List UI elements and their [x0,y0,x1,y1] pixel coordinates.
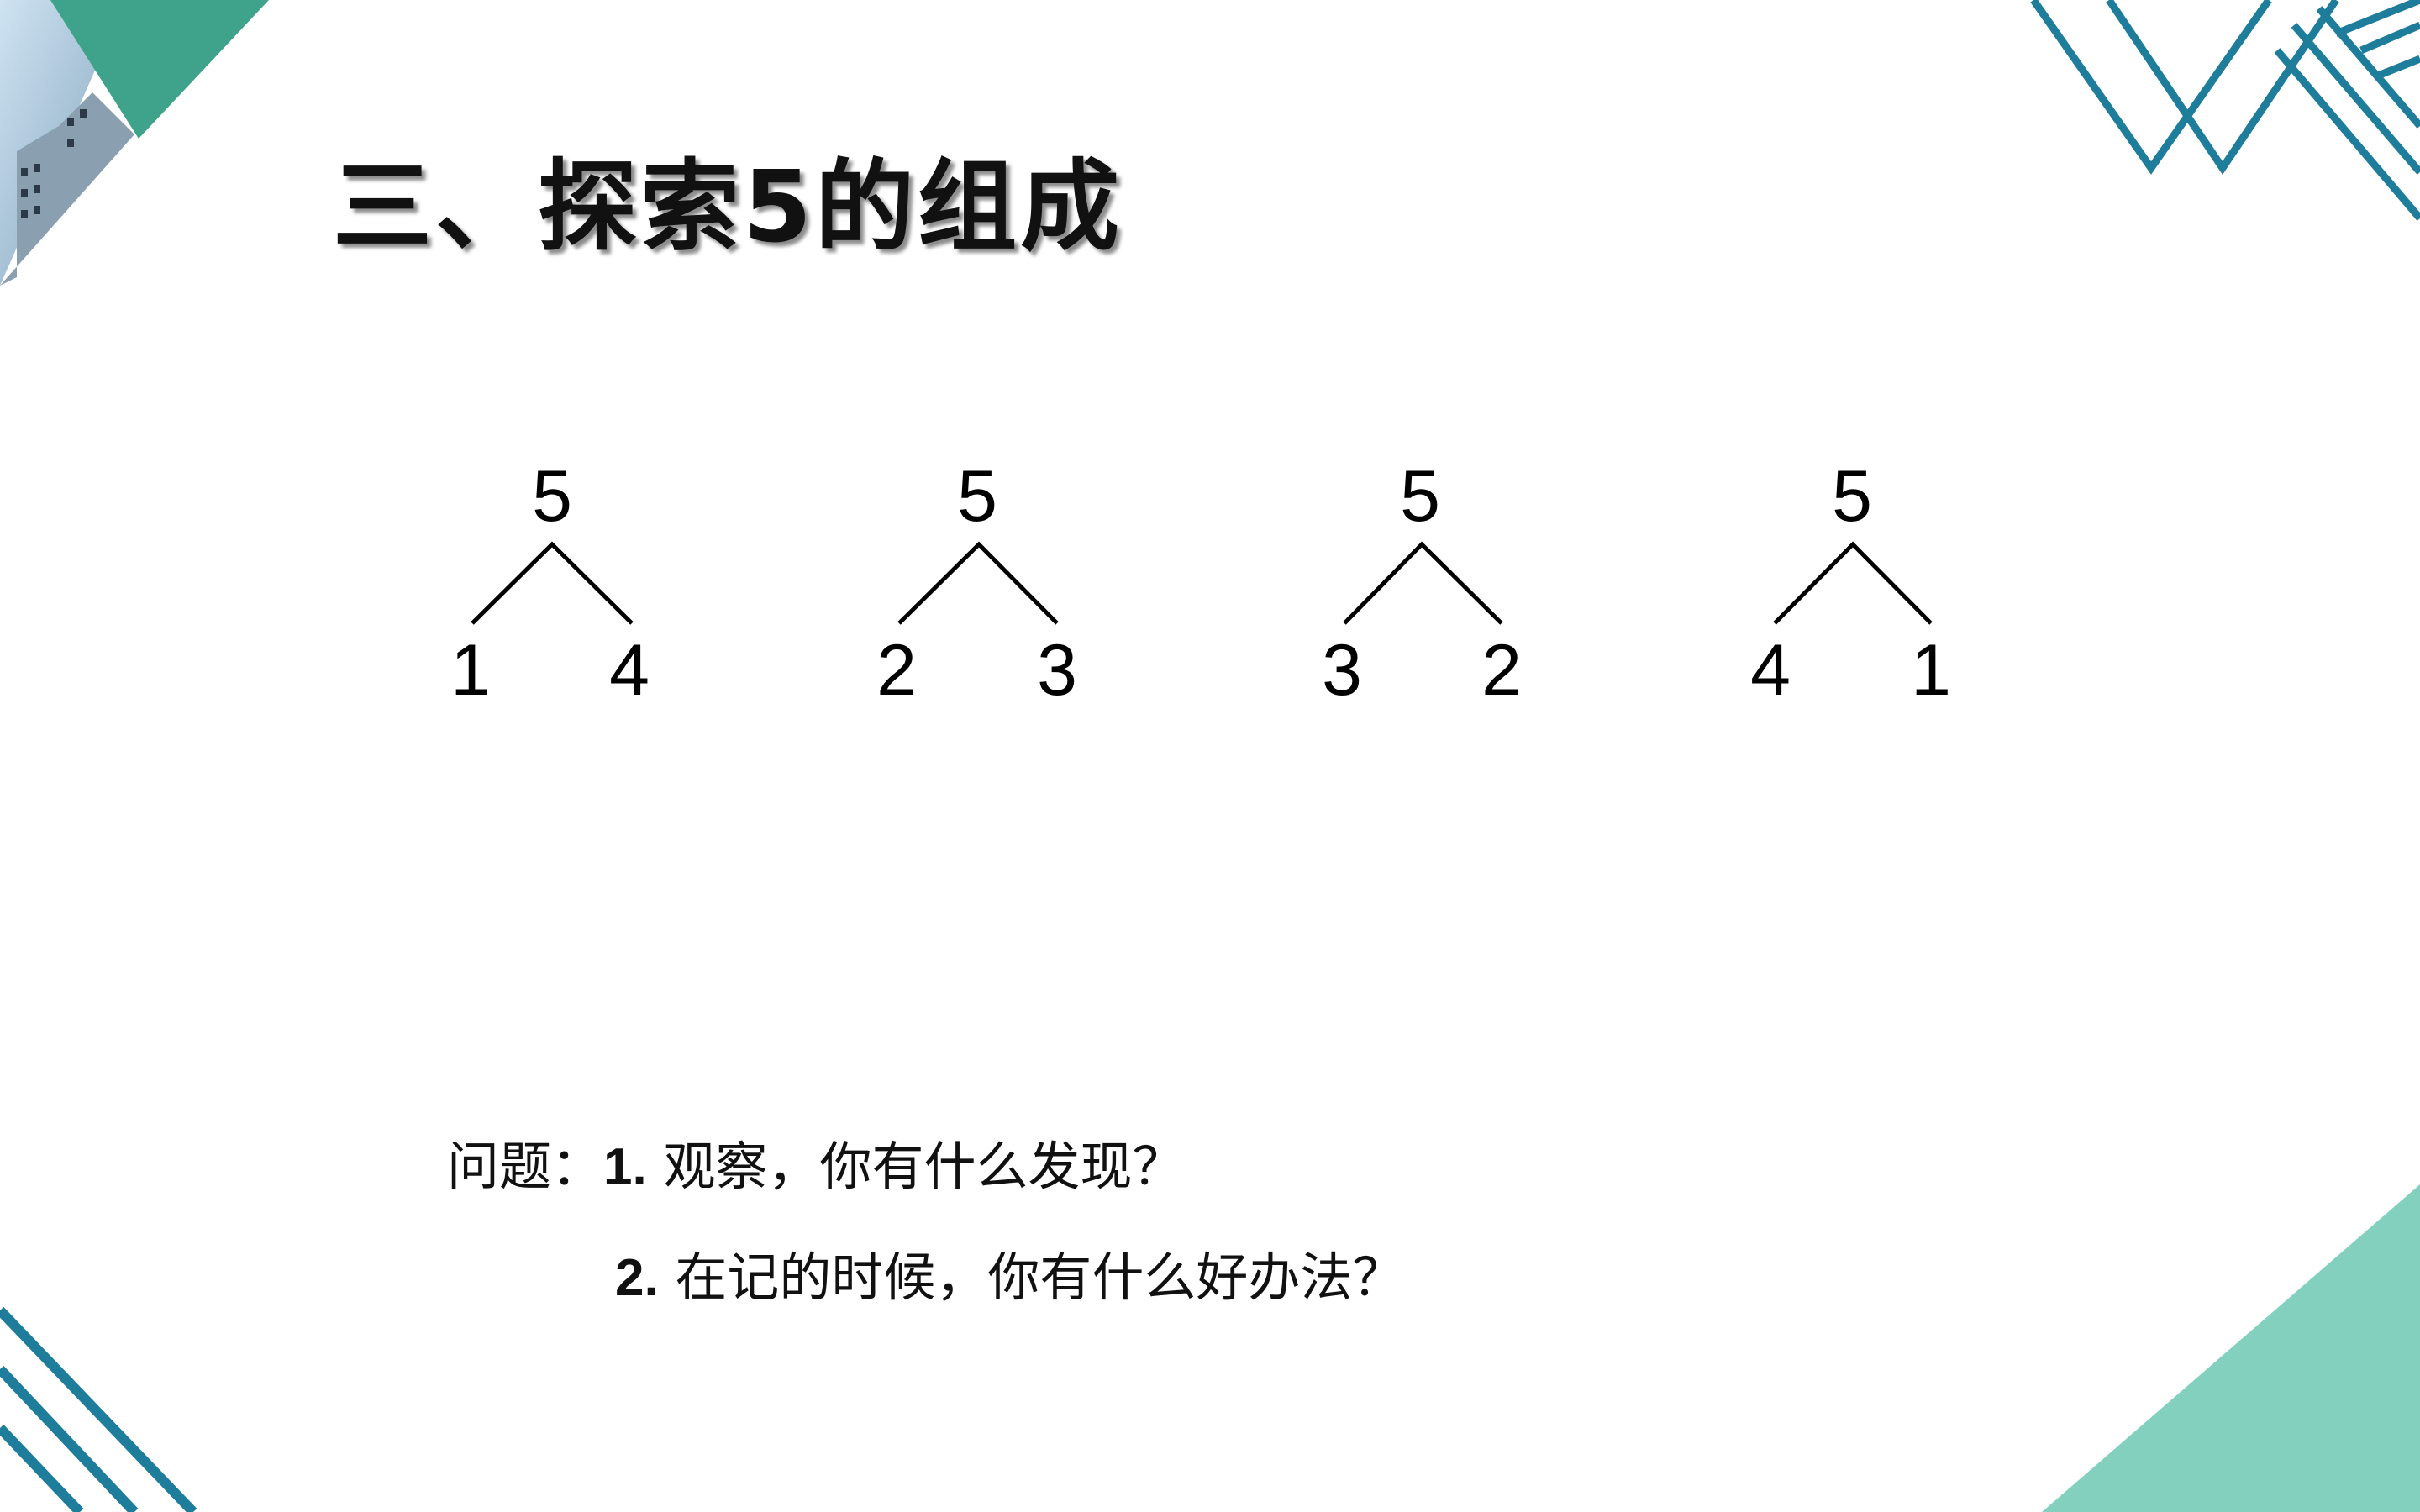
tree-1: 5 1 4 [450,456,650,711]
tree-left-number: 1 [450,630,491,711]
tree-right-number: 1 [1911,630,1951,711]
tree-right-number: 3 [1037,630,1077,711]
tree-4: 5 4 1 [1750,456,1951,711]
tree-branch [1775,544,1931,623]
tree-top-number: 5 [1832,456,1872,537]
question-label: 问题： [447,1136,603,1197]
question-text: 在记的时候，你有什么好办法？ [659,1247,1405,1308]
question-1: 问题：1. 观察，你有什么发现？ [447,1124,1184,1200]
question-2: 2. 在记的时候，你有什么好办法？ [615,1235,1404,1310]
tree-branch [1344,544,1502,623]
tree-top-number: 5 [957,456,997,537]
tree-left-number: 3 [1322,630,1362,711]
tree-2: 5 2 3 [876,456,1077,711]
tree-right-number: 4 [609,630,650,711]
question-number: 1. [603,1138,647,1196]
tree-branch [472,544,632,623]
tree-top-number: 5 [1400,456,1440,537]
tree-branch [899,544,1057,623]
tree-right-number: 2 [1481,630,1522,711]
tree-left-number: 2 [876,630,917,711]
tree-3: 5 3 2 [1322,456,1522,711]
tree-left-number: 4 [1750,630,1791,711]
question-number: 2. [615,1249,659,1307]
question-text: 观察，你有什么发现？ [647,1136,1185,1197]
tree-top-number: 5 [532,456,572,537]
